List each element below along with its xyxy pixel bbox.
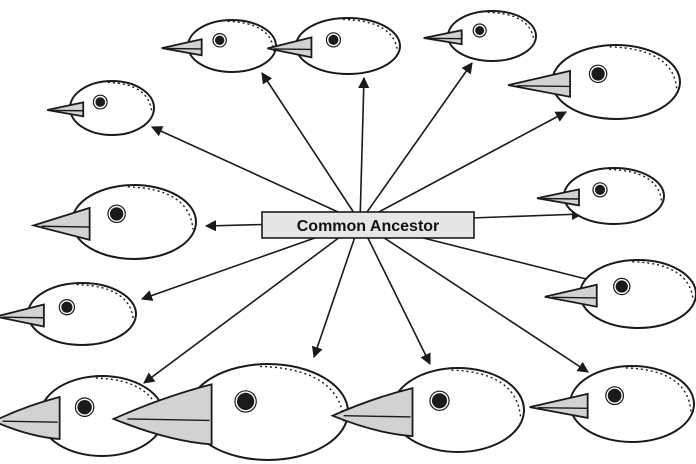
finch-beak — [530, 394, 588, 418]
label-text: Common Ancestor — [297, 218, 440, 235]
finch-12-head — [114, 364, 348, 460]
finch-beak — [34, 208, 90, 240]
finch-beak-mouth-line — [41, 226, 89, 227]
finch-3-head — [424, 11, 536, 61]
finch-8-head — [0, 283, 136, 345]
finch-head-outline — [72, 185, 196, 259]
finch-eye — [475, 26, 484, 35]
finch-beak — [47, 102, 83, 116]
finch-beak — [333, 388, 413, 436]
finch-7-head — [34, 185, 196, 259]
arrow-to-finch-12 — [314, 222, 360, 357]
finch-eye — [432, 393, 447, 408]
finch-head-outline — [552, 45, 680, 119]
arrow-to-finch-4 — [360, 112, 566, 222]
common-ancestor-label: Common Ancestor — [262, 212, 474, 238]
finch-eye — [110, 207, 123, 220]
finch-eye — [595, 185, 605, 195]
finch-beak — [162, 39, 202, 55]
finch-eye — [77, 400, 91, 414]
finch-eye — [608, 389, 622, 403]
finch-beak-mouth-line — [517, 86, 570, 87]
finch-beak-mouth-line — [2, 317, 43, 318]
finch-beak — [424, 30, 462, 44]
finch-beak — [0, 305, 44, 327]
finch-eye — [237, 393, 254, 410]
finch-1-head — [162, 20, 276, 72]
finch-beak — [545, 285, 597, 307]
arrow-to-finch-2 — [360, 78, 364, 222]
finch-eye — [591, 67, 604, 80]
finch-beak — [508, 71, 570, 97]
finch-beak-mouth-line — [538, 408, 588, 409]
finch-beak-mouth-line — [273, 49, 311, 50]
arrow-to-finch-13 — [360, 222, 430, 364]
finch-2-head — [267, 18, 400, 74]
finch-beak — [0, 397, 60, 439]
finch-9-head — [545, 260, 696, 328]
arrow-to-finch-3 — [360, 63, 472, 222]
finch-eye — [61, 302, 72, 313]
finch-13-head — [333, 368, 524, 452]
finch-eye — [215, 36, 224, 45]
finch-eye — [95, 97, 105, 107]
finch-5-head — [47, 81, 154, 135]
finch-eye — [616, 280, 628, 292]
finch-beak — [537, 189, 579, 205]
finch-4-head — [508, 45, 680, 119]
finch-beak-mouth-line — [552, 297, 597, 298]
finch-10-head — [530, 366, 694, 442]
finch-head-outline — [570, 366, 694, 442]
finch-eye — [328, 35, 338, 45]
